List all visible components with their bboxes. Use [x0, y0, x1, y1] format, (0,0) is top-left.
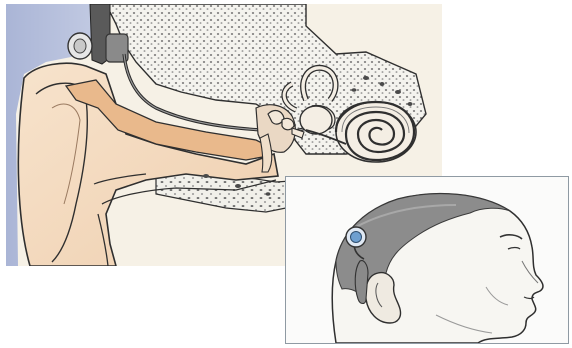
behind-ear-processor	[355, 261, 368, 304]
head-inset-drawing	[286, 177, 568, 343]
transmitter-coil-inner	[74, 39, 86, 53]
transmitter-coil-magnet	[351, 232, 362, 243]
vestibule	[300, 106, 332, 134]
head-inset-panel	[285, 176, 569, 344]
cochlea-spiral	[336, 102, 416, 162]
